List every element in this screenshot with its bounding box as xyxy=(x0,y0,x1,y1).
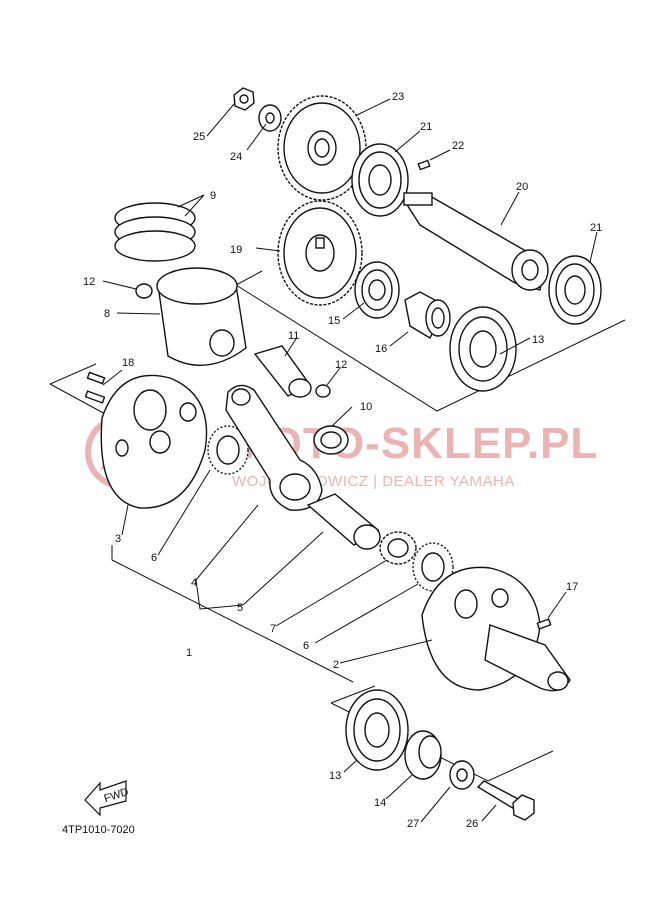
callout-13a: 13 xyxy=(532,334,544,346)
part-piston-rings xyxy=(114,202,196,262)
part-crank-bearing-upper xyxy=(449,306,517,392)
callout-10: 10 xyxy=(360,401,372,413)
part-thrust-washer-right xyxy=(412,542,454,592)
part-crank-pin xyxy=(306,493,381,550)
part-bearing-right xyxy=(548,255,602,325)
group-frames xyxy=(49,270,626,782)
callout-24: 24 xyxy=(230,151,242,163)
callout-5: 5 xyxy=(237,602,243,614)
callout-26: 26 xyxy=(466,818,478,830)
part-crank-wheel-left xyxy=(100,374,208,509)
callout-labels: 1 2 3 4 5 6 6 7 8 9 10 11 12 12 13 13 14… xyxy=(83,91,602,830)
callout-21a: 21 xyxy=(420,121,432,133)
part-crank-key-right xyxy=(536,618,552,630)
callout-12b: 12 xyxy=(335,359,347,371)
callout-2: 2 xyxy=(333,659,339,671)
part-collar xyxy=(404,291,451,339)
part-circlip-upper xyxy=(135,283,153,299)
part-oil-seal xyxy=(404,730,442,780)
callout-13b: 13 xyxy=(329,770,341,782)
callout-1: 1 xyxy=(186,647,192,659)
callout-18: 18 xyxy=(122,357,134,369)
callout-19: 19 xyxy=(230,244,242,256)
part-crank-bearing-lower xyxy=(345,689,409,771)
callout-14: 14 xyxy=(374,797,386,809)
part-balancer-shaft xyxy=(402,192,549,291)
part-balancer-gear xyxy=(277,200,363,306)
callout-7: 7 xyxy=(270,623,276,635)
part-thrust-washer-left xyxy=(207,425,249,475)
callout-25: 25 xyxy=(193,131,205,143)
part-crank-wheel-right xyxy=(421,566,571,692)
part-circlip-lower xyxy=(315,384,331,398)
callout-20: 20 xyxy=(516,181,528,193)
callout-27: 27 xyxy=(407,818,419,830)
callout-23: 23 xyxy=(392,91,404,103)
callout-15: 15 xyxy=(328,315,340,327)
part-small-end-bearing xyxy=(313,425,349,455)
callout-21b: 21 xyxy=(590,222,602,234)
part-lock-washer xyxy=(258,104,282,132)
callout-6b: 6 xyxy=(303,640,309,652)
callout-9: 9 xyxy=(210,190,216,202)
part-bearing-small xyxy=(354,261,400,319)
callout-12a: 12 xyxy=(83,276,95,288)
part-bolt xyxy=(476,780,535,821)
diagram-code: 4TP1010-7020 xyxy=(62,824,135,836)
callout-11: 11 xyxy=(288,330,299,342)
leader-lines xyxy=(102,98,598,823)
callout-3: 3 xyxy=(115,533,121,545)
part-piston-pin xyxy=(253,345,312,398)
callout-17: 17 xyxy=(566,581,578,593)
part-nut xyxy=(233,87,255,111)
part-piston xyxy=(156,267,247,366)
part-woodruff-key xyxy=(417,159,431,171)
fwd-arrow-icon: FWD xyxy=(84,780,130,817)
callout-6a: 6 xyxy=(151,552,157,564)
callout-8: 8 xyxy=(104,308,110,320)
part-connecting-rod xyxy=(225,384,323,511)
part-crank-key xyxy=(84,371,106,404)
callout-4: 4 xyxy=(191,577,197,589)
part-big-end-bearing xyxy=(379,531,417,565)
callout-16: 16 xyxy=(375,343,387,355)
part-plain-washer xyxy=(449,760,475,790)
part-bearing-upper xyxy=(351,143,409,217)
callout-22: 22 xyxy=(452,140,464,152)
